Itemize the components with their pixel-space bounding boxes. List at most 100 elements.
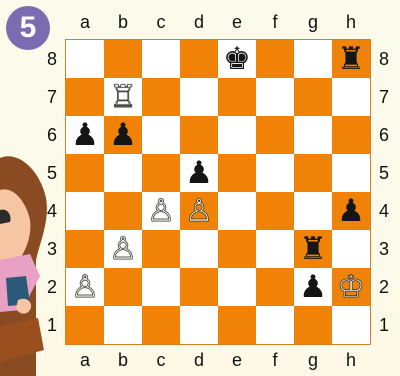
black-pawn-icon[interactable]: ♟: [299, 272, 327, 303]
square-d1[interactable]: [180, 306, 218, 344]
square-f8[interactable]: [256, 40, 294, 78]
rank-label-2: 2: [40, 277, 64, 297]
square-a1[interactable]: [66, 306, 104, 344]
black-rook-icon[interactable]: ♜: [337, 44, 365, 75]
rank-label-7: 7: [40, 87, 64, 107]
square-c5[interactable]: [142, 154, 180, 192]
square-f4[interactable]: [256, 192, 294, 230]
file-label-d: d: [180, 12, 218, 32]
square-d6[interactable]: [180, 116, 218, 154]
square-b4[interactable]: [104, 192, 142, 230]
square-e3[interactable]: [218, 230, 256, 268]
square-d8[interactable]: [180, 40, 218, 78]
black-pawn-icon[interactable]: ♟: [185, 158, 213, 189]
rank-label-1: 1: [40, 315, 64, 335]
file-label-g: g: [294, 350, 332, 370]
square-e2[interactable]: [218, 268, 256, 306]
square-a7[interactable]: [66, 78, 104, 116]
black-pawn-icon[interactable]: ♟: [71, 120, 99, 151]
square-d5[interactable]: ♟: [180, 154, 218, 192]
square-g5[interactable]: [294, 154, 332, 192]
white-pawn-icon[interactable]: ♙: [185, 196, 213, 227]
square-e7[interactable]: [218, 78, 256, 116]
square-c4[interactable]: ♙: [142, 192, 180, 230]
rank-label-2: 2: [372, 277, 396, 297]
file-label-g: g: [294, 12, 332, 32]
rank-label-8: 8: [372, 49, 396, 69]
square-g7[interactable]: [294, 78, 332, 116]
file-label-e: e: [218, 12, 256, 32]
square-g2[interactable]: ♟: [294, 268, 332, 306]
square-f7[interactable]: [256, 78, 294, 116]
rank-label-4: 4: [372, 201, 396, 221]
square-c8[interactable]: [142, 40, 180, 78]
square-g3[interactable]: ♜: [294, 230, 332, 268]
square-a3[interactable]: [66, 230, 104, 268]
square-e8[interactable]: ♚: [218, 40, 256, 78]
white-pawn-icon[interactable]: ♙: [147, 196, 175, 227]
square-d2[interactable]: [180, 268, 218, 306]
square-g6[interactable]: [294, 116, 332, 154]
file-label-c: c: [142, 12, 180, 32]
square-h3[interactable]: [332, 230, 370, 268]
square-d3[interactable]: [180, 230, 218, 268]
square-a8[interactable]: [66, 40, 104, 78]
square-f3[interactable]: [256, 230, 294, 268]
square-h1[interactable]: [332, 306, 370, 344]
square-d4[interactable]: ♙: [180, 192, 218, 230]
square-e6[interactable]: [218, 116, 256, 154]
white-king-icon[interactable]: ♔: [337, 272, 365, 303]
white-pawn-icon[interactable]: ♙: [71, 272, 99, 303]
square-b5[interactable]: [104, 154, 142, 192]
square-g4[interactable]: [294, 192, 332, 230]
square-b8[interactable]: [104, 40, 142, 78]
square-b2[interactable]: [104, 268, 142, 306]
black-king-icon[interactable]: ♚: [223, 44, 251, 75]
square-e4[interactable]: [218, 192, 256, 230]
square-f6[interactable]: [256, 116, 294, 154]
rank-label-6: 6: [372, 125, 396, 145]
square-h4[interactable]: ♟: [332, 192, 370, 230]
square-h6[interactable]: [332, 116, 370, 154]
square-a4[interactable]: [66, 192, 104, 230]
square-b3[interactable]: ♙: [104, 230, 142, 268]
rank-label-1: 1: [372, 315, 396, 335]
black-pawn-icon[interactable]: ♟: [337, 196, 365, 227]
square-h7[interactable]: [332, 78, 370, 116]
file-label-f: f: [256, 350, 294, 370]
chess-board[interactable]: ♚ ♜ ♖ ♟ ♟ ♟ ♙ ♙ ♟ ♙ ♜ ♙ ♟ ♔: [66, 40, 370, 344]
white-pawn-icon[interactable]: ♙: [109, 234, 137, 265]
square-a6[interactable]: ♟: [66, 116, 104, 154]
rank-label-3: 3: [40, 239, 64, 259]
square-d7[interactable]: [180, 78, 218, 116]
white-rook-icon[interactable]: ♖: [109, 82, 137, 113]
square-c3[interactable]: [142, 230, 180, 268]
square-h5[interactable]: [332, 154, 370, 192]
square-c7[interactable]: [142, 78, 180, 116]
file-label-e: e: [218, 350, 256, 370]
black-rook-icon[interactable]: ♜: [299, 234, 327, 265]
rank-label-4: 4: [40, 201, 64, 221]
square-g8[interactable]: [294, 40, 332, 78]
rank-label-7: 7: [372, 87, 396, 107]
square-g1[interactable]: [294, 306, 332, 344]
square-c6[interactable]: [142, 116, 180, 154]
black-pawn-icon[interactable]: ♟: [109, 120, 137, 151]
square-c1[interactable]: [142, 306, 180, 344]
square-b1[interactable]: [104, 306, 142, 344]
square-f2[interactable]: [256, 268, 294, 306]
square-f1[interactable]: [256, 306, 294, 344]
square-e5[interactable]: [218, 154, 256, 192]
square-f5[interactable]: [256, 154, 294, 192]
square-a5[interactable]: [66, 154, 104, 192]
square-c2[interactable]: [142, 268, 180, 306]
file-label-d: d: [180, 350, 218, 370]
square-b7[interactable]: ♖: [104, 78, 142, 116]
square-e1[interactable]: [218, 306, 256, 344]
rank-label-5: 5: [40, 163, 64, 183]
square-a2[interactable]: ♙: [66, 268, 104, 306]
square-b6[interactable]: ♟: [104, 116, 142, 154]
square-h2[interactable]: ♔: [332, 268, 370, 306]
square-h8[interactable]: ♜: [332, 40, 370, 78]
